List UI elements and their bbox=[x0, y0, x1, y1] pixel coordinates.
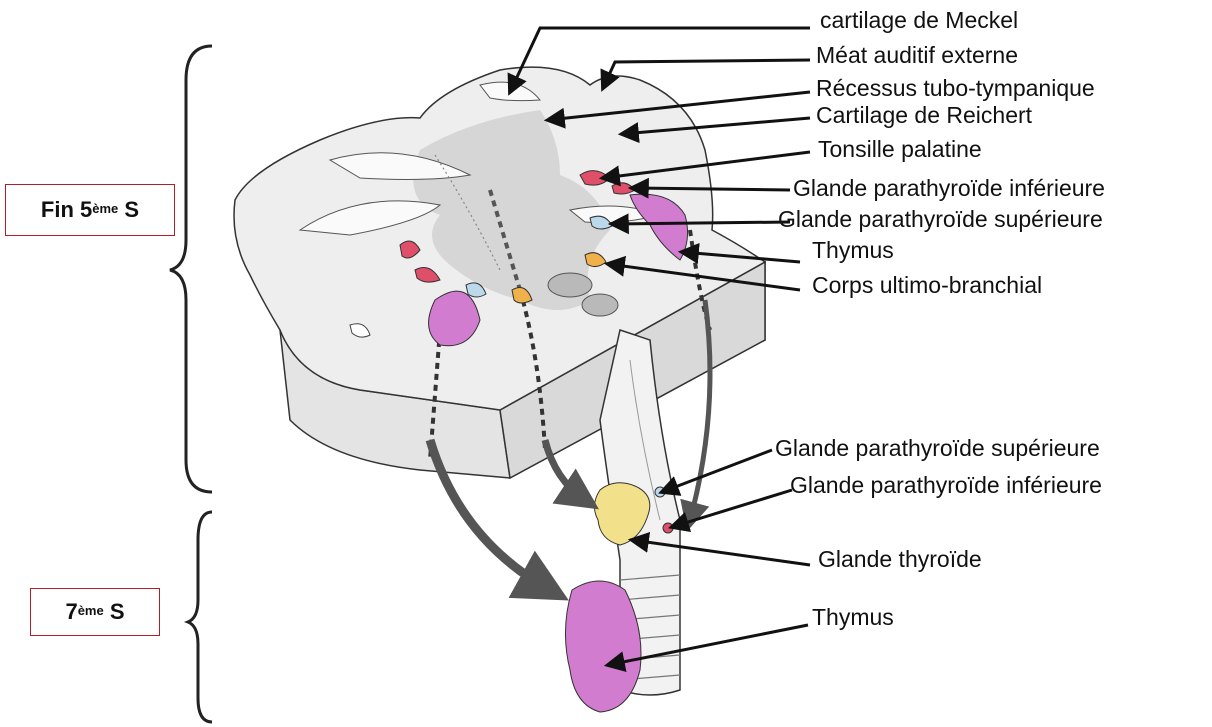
brace-week5 bbox=[170, 46, 212, 492]
label-parathyroid-sup-top: Glande parathyroïde supérieure bbox=[778, 208, 1103, 231]
label-thyroid: Glande thyroïde bbox=[818, 548, 982, 571]
label-reichert: Cartilage de Reichert bbox=[816, 104, 1032, 127]
label-thymus-top: Thymus bbox=[812, 239, 894, 262]
label-ultimobranchial: Corps ultimo-branchial bbox=[812, 274, 1042, 297]
label-parathyroid-inf-bottom: Glande parathyroïde inférieure bbox=[790, 474, 1102, 497]
label-parathyroid-inf-top: Glande parathyroïde inférieure bbox=[793, 177, 1105, 200]
label-parathyroid-sup-bottom: Glande parathyroïde supérieure bbox=[775, 437, 1100, 460]
label-meatus: Méat auditif externe bbox=[816, 44, 1018, 67]
label-tonsil: Tonsille palatine bbox=[818, 138, 982, 161]
brace-week7 bbox=[188, 512, 212, 722]
label-thymus-bottom: Thymus bbox=[812, 606, 894, 629]
label-recess: Récessus tubo-tympanique bbox=[816, 77, 1095, 100]
label-meckel: cartilage de Meckel bbox=[820, 9, 1018, 32]
thymus-bottom bbox=[565, 581, 641, 712]
